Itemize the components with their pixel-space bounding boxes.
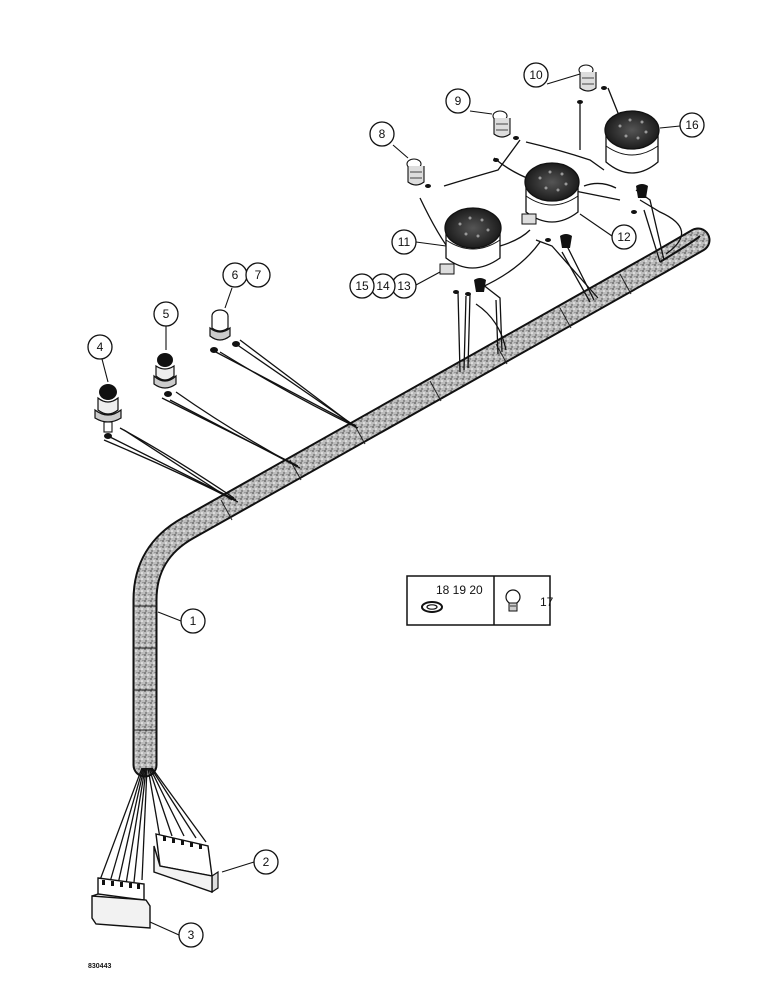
lamp-10: [578, 64, 607, 92]
callout-11: 11: [391, 229, 417, 255]
callout-12: 12: [611, 224, 637, 250]
callout-5: 5: [153, 301, 179, 327]
svg-text:7: 7: [255, 268, 262, 282]
svg-text:6: 6: [232, 268, 239, 282]
callout-2: 2: [253, 849, 279, 875]
callout-15: 15: [349, 273, 375, 299]
svg-text:12: 12: [617, 230, 631, 244]
switch-branch-wires: [103, 339, 359, 503]
gauge-12: [521, 162, 580, 225]
callout-1: 1: [180, 608, 206, 634]
svg-text:15: 15: [355, 279, 369, 293]
svg-text:10: 10: [529, 68, 543, 82]
bulb-icon: [505, 589, 521, 612]
switch-6-7: [209, 309, 240, 353]
main-harness: [132, 227, 711, 778]
callout-7: 7: [245, 262, 271, 288]
gauge-11: [439, 207, 502, 275]
svg-text:5: 5: [163, 307, 170, 321]
lamp-8: [406, 158, 431, 188]
svg-text:8: 8: [379, 127, 386, 141]
callout-6: 6: [222, 262, 248, 288]
bottom-wires: [99, 767, 207, 885]
svg-text:4: 4: [97, 340, 104, 354]
leader-lines: [101, 73, 681, 936]
svg-text:16: 16: [685, 118, 699, 132]
svg-text:14: 14: [376, 279, 390, 293]
switch-4: [94, 384, 122, 439]
callout-14: 14: [370, 273, 396, 299]
svg-text:3: 3: [188, 928, 195, 942]
inset-label-17: 17: [540, 595, 554, 609]
lamp-9: [492, 110, 519, 140]
bulb-ring-icon: [421, 601, 443, 613]
svg-text:2: 2: [263, 855, 270, 869]
bulb-sockets: [453, 100, 648, 296]
callout-16: 16: [679, 112, 705, 138]
gauge-16: [604, 110, 660, 174]
parts-inset-box: 18 19 20 17: [406, 575, 554, 626]
figure-reference-number: 830443: [88, 963, 111, 970]
svg-text:1: 1: [190, 614, 197, 628]
svg-text:9: 9: [455, 94, 462, 108]
callout-4: 4: [87, 334, 113, 360]
svg-text:13: 13: [397, 279, 411, 293]
svg-text:11: 11: [398, 235, 411, 249]
callout-8: 8: [369, 121, 395, 147]
connector-2: [153, 833, 219, 894]
callout-10: 10: [523, 62, 549, 88]
callout-9: 9: [445, 88, 471, 114]
connector-3: [91, 877, 151, 929]
switch-5: [153, 353, 177, 397]
inset-label-18-19-20: 18 19 20: [436, 583, 483, 597]
callout-3: 3: [178, 922, 204, 948]
